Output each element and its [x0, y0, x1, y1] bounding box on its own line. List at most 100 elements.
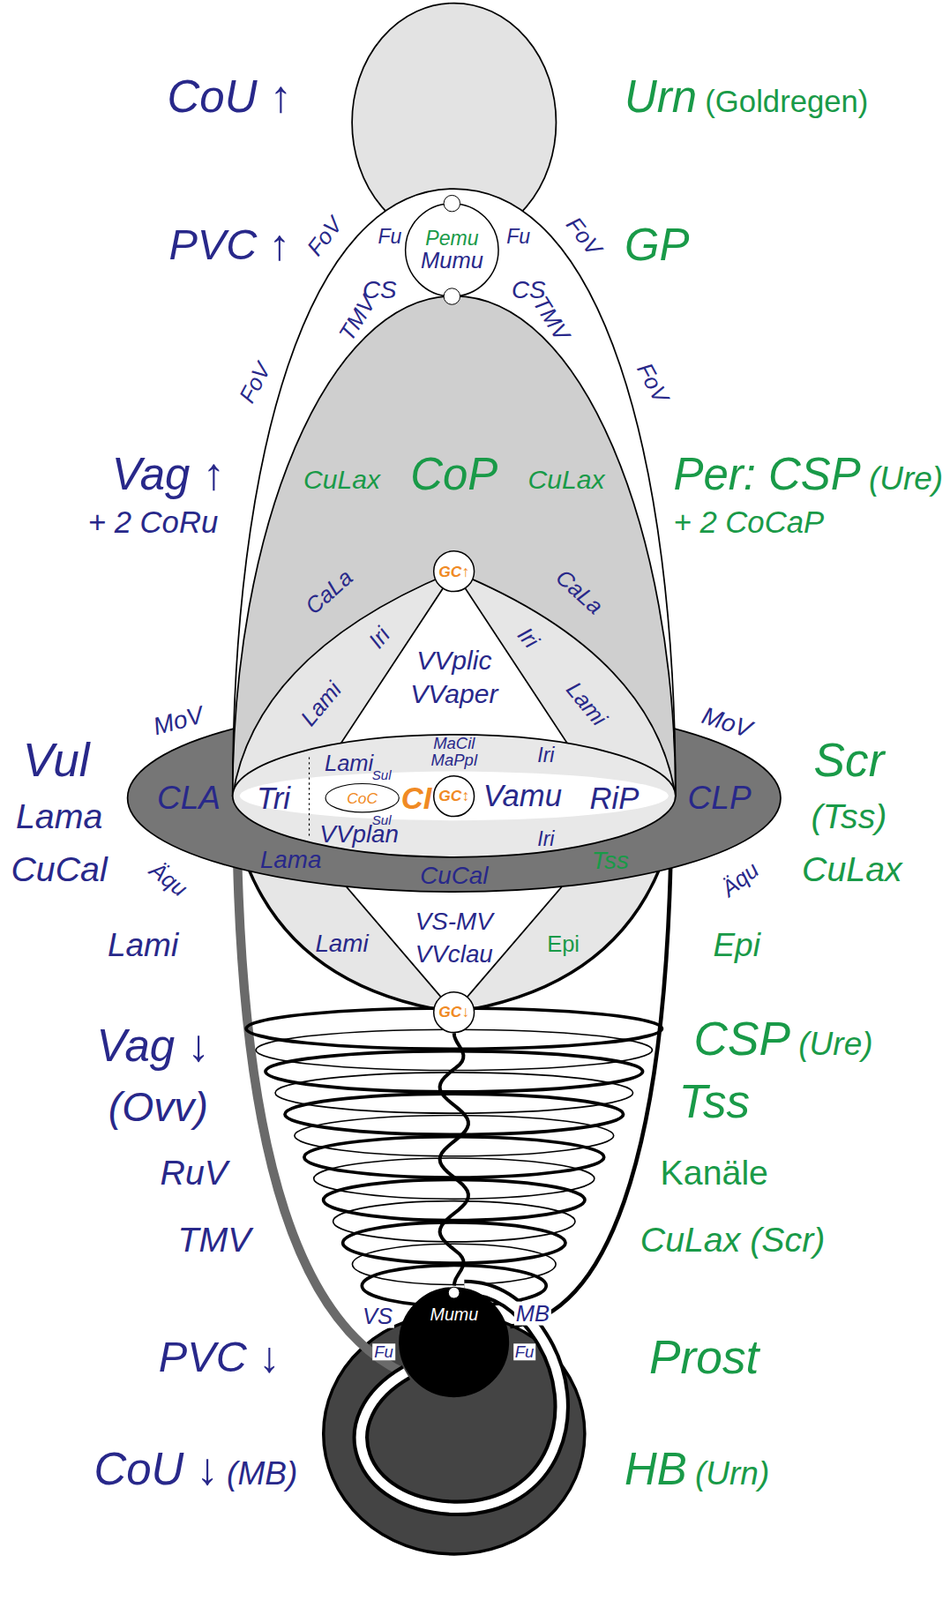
label-row: MoV — [150, 701, 207, 740]
label: Iri — [537, 744, 554, 766]
label: CuLax — [303, 465, 381, 494]
label: (Ure) — [868, 462, 943, 497]
label-row: Tss — [678, 1077, 750, 1127]
label: TMV — [177, 1221, 251, 1258]
label: RiP — [589, 781, 639, 814]
label: CuCal — [419, 862, 488, 889]
label: (Tss) — [811, 798, 888, 835]
dotted-divider — [308, 756, 310, 837]
label: MoV — [150, 701, 207, 740]
label: CoC — [346, 789, 378, 806]
small-circle — [448, 1286, 460, 1299]
label-row: Lama — [260, 847, 322, 874]
label: Äqu — [145, 858, 192, 902]
label-row: PVC ↓ — [158, 1334, 281, 1380]
label-row: FoV — [561, 213, 606, 261]
label-row: RuV — [160, 1155, 228, 1192]
circle-shape — [399, 1287, 509, 1397]
label: TMV — [528, 291, 574, 345]
node-circle: Mumu — [397, 1286, 510, 1399]
label-row: Tss — [591, 848, 629, 875]
label: Äqu — [717, 858, 763, 902]
top-ellipse — [351, 3, 556, 243]
label-row: Tri — [256, 781, 291, 814]
label: VVplan — [319, 822, 399, 848]
wavy-connector — [440, 1032, 469, 1286]
label-row: Per: CSP(Ure) — [673, 450, 944, 498]
label-row: Lama — [15, 798, 103, 835]
label: CaLa — [300, 565, 357, 620]
node-circle: PemuMumu — [403, 201, 501, 299]
node-text: Mumu — [429, 1305, 479, 1325]
label: Iri — [537, 828, 554, 850]
node-circle: GC↓ — [433, 991, 475, 1033]
label-row: Fu — [513, 1343, 537, 1361]
label: Sul — [372, 768, 392, 783]
label: MB — [514, 1301, 552, 1325]
label-row: VVclau — [415, 941, 494, 967]
label: Tri — [256, 781, 291, 814]
label: VS — [360, 1304, 395, 1329]
label: Lami — [296, 677, 346, 731]
label: CaLa — [551, 565, 607, 620]
label: CoP — [410, 450, 498, 498]
label: Scr — [814, 735, 885, 786]
label: FoV — [302, 213, 347, 261]
label-row: Iri — [364, 622, 395, 652]
label: RuV — [160, 1155, 228, 1192]
circle-shape — [433, 551, 475, 592]
label: Tss — [678, 1077, 750, 1127]
label-row: Lami — [107, 928, 179, 964]
label-row: CuLax — [528, 465, 606, 494]
label: VVclau — [415, 941, 494, 967]
label: Lami — [314, 931, 368, 958]
label-row: Lami — [324, 751, 374, 776]
label-row: VS — [360, 1304, 395, 1329]
label: Fu — [372, 1343, 396, 1361]
label-row: (Tss) — [811, 798, 888, 835]
label-row: Äqu — [717, 858, 763, 902]
label-row: GP — [624, 221, 690, 269]
label: Per: CSP — [673, 450, 861, 498]
label: VVplic — [416, 646, 492, 675]
label: VVaper — [410, 680, 498, 709]
label: Fu — [506, 225, 531, 247]
label: FoV — [633, 359, 674, 407]
label: (Goldregen) — [704, 85, 868, 118]
label: Kanäle — [660, 1155, 769, 1192]
node-text: Mumu — [420, 248, 484, 273]
label-row: CuCal — [419, 862, 488, 889]
label: GP — [624, 221, 690, 269]
loop-fill — [360, 1287, 562, 1509]
label: Prost — [649, 1332, 759, 1383]
label: Vag ↓ — [96, 1022, 210, 1070]
label: HB — [624, 1445, 688, 1493]
label: CuLax — [801, 851, 903, 888]
label-row: CI — [401, 781, 433, 814]
label-row: Vag ↓ — [96, 1022, 210, 1070]
coil-ring — [265, 1051, 644, 1093]
label-row: TMV — [334, 291, 380, 345]
label-row: Fu — [506, 225, 531, 247]
label: CLA — [157, 780, 221, 816]
label-row: Fu — [372, 1343, 396, 1361]
label: CoU ↑ — [167, 73, 292, 120]
label-row: Vamu — [483, 779, 562, 812]
label-row: Iri — [537, 744, 554, 766]
label: VS-MV — [415, 908, 494, 935]
label-row: FoV — [302, 213, 347, 261]
label-row: Fu — [377, 225, 402, 247]
node-text: GC↓ — [438, 1003, 470, 1020]
label: TMV — [334, 291, 380, 345]
label-row: TMV — [177, 1221, 251, 1258]
coil-ring — [343, 1222, 566, 1264]
label-row: CuLax — [303, 465, 381, 494]
label: Lami — [561, 677, 612, 731]
label: Lama — [15, 798, 103, 835]
circle-outline — [397, 1286, 510, 1399]
label-row: CoC — [346, 789, 378, 806]
label-row: Sul — [372, 768, 392, 783]
label: CoU ↓ — [93, 1445, 218, 1493]
label-row: Vul — [22, 735, 90, 786]
